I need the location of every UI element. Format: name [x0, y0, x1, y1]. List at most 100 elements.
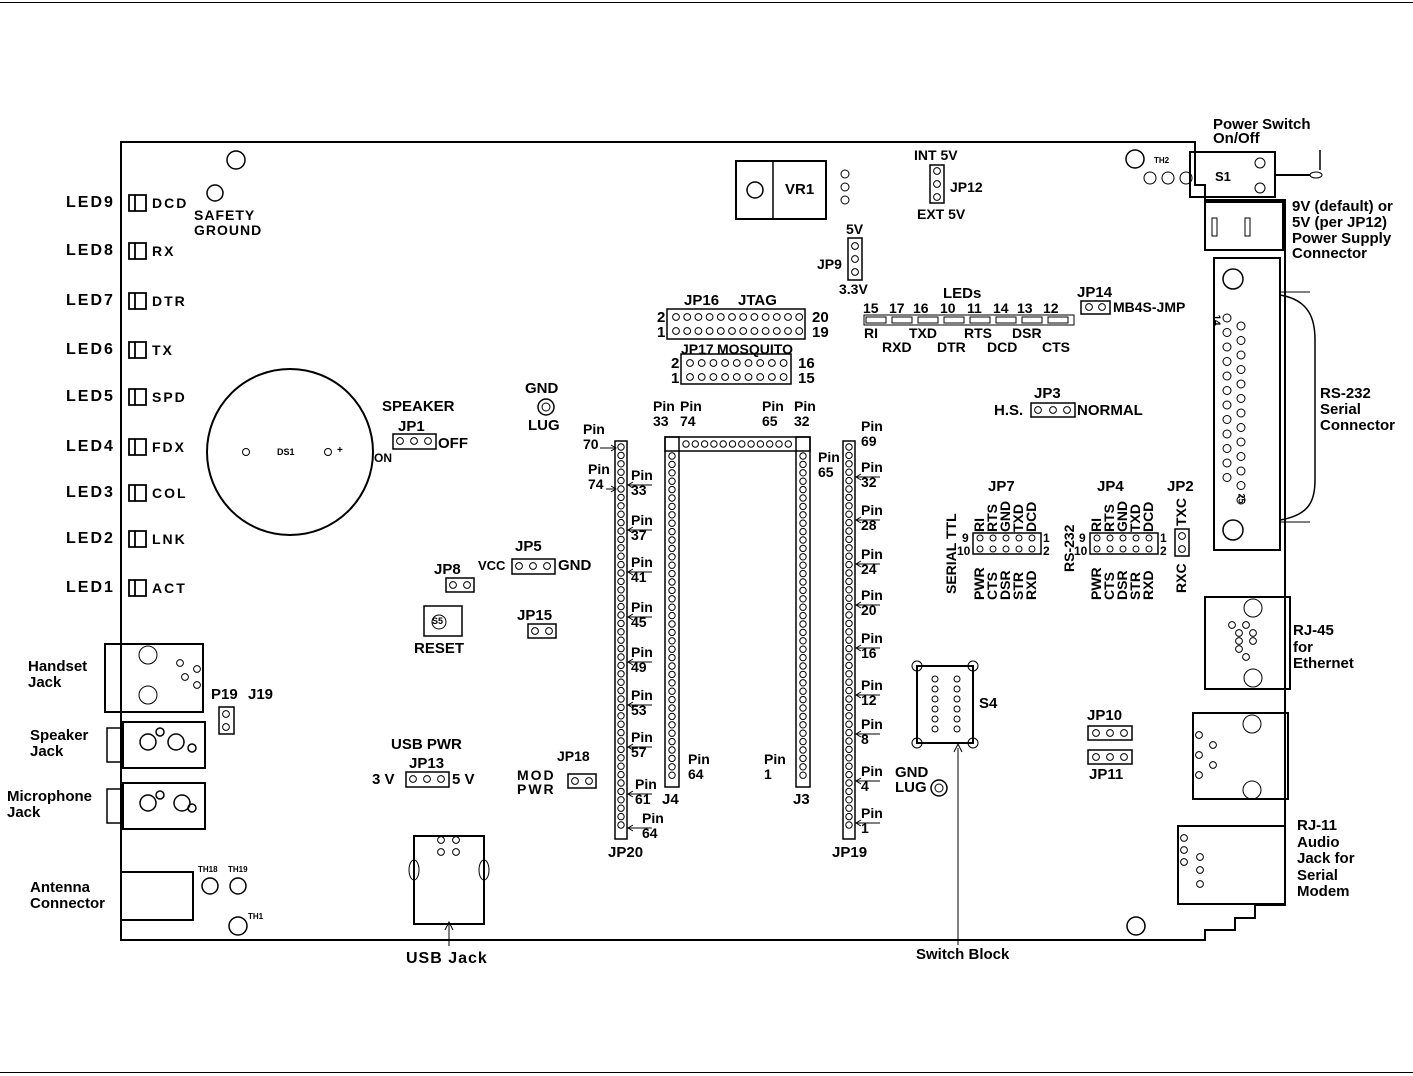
jp8-label: JP8	[434, 561, 461, 578]
jp19-pin	[845, 686, 853, 695]
led-signal-bottom: DCD	[987, 339, 1018, 355]
db25-pin	[1236, 495, 1246, 505]
jp20-pin	[617, 770, 625, 779]
jp4-pin	[1145, 545, 1153, 553]
jumper-pin	[1098, 303, 1106, 311]
jp12-label: JP12	[950, 179, 983, 195]
mosquito-label: MOSQUITO	[717, 341, 793, 357]
j3-pin	[799, 485, 807, 494]
pin-arrow	[855, 730, 880, 738]
txc-label: TXC	[1173, 498, 1189, 526]
jp7-pin	[989, 545, 997, 553]
int5v-label: INT 5V	[914, 147, 958, 163]
led-segment	[917, 316, 939, 324]
db25-pin	[1222, 429, 1232, 439]
jtag-label: JTAG	[738, 292, 777, 309]
mosquito-pin	[756, 359, 765, 367]
jp20-pin	[617, 628, 625, 636]
db25-pin	[1236, 365, 1246, 374]
s4-pin	[953, 715, 961, 723]
jp4-pin	[1132, 545, 1140, 553]
pin-arrow	[627, 613, 652, 621]
j3-pin	[799, 553, 807, 561]
jtag-pin	[705, 313, 714, 321]
power-supply-connector	[1204, 201, 1284, 251]
jp19-pin	[845, 569, 853, 577]
jp1-off-label: OFF	[438, 435, 468, 452]
j3-pin	[799, 712, 807, 721]
jumper-pin	[1034, 406, 1042, 414]
jp4-10: 10	[1074, 544, 1088, 558]
led-signal-bottom: CTS	[1042, 339, 1070, 355]
jp14-jumper	[1080, 300, 1111, 315]
pin-label: Pin 1	[764, 751, 786, 782]
jumper-pin	[545, 627, 553, 635]
pin-label: Pin 28	[861, 502, 883, 533]
jumper-pin	[222, 710, 230, 718]
jp19-pin	[845, 796, 853, 804]
j3-pin	[799, 695, 807, 704]
jp4-pin	[1106, 534, 1114, 542]
j3-pin	[799, 595, 807, 603]
power-switch-label: Power Switch On/Off	[1213, 116, 1311, 148]
normal-label: NORMAL	[1077, 402, 1143, 419]
pin-label: Pin 33	[653, 398, 675, 429]
jumper-pin	[1092, 729, 1100, 737]
jp19-pin	[845, 787, 853, 796]
j4-top-pin	[775, 440, 783, 448]
j4-top-pin	[738, 440, 746, 448]
jumper-pin	[1120, 753, 1128, 761]
jp20-pin	[617, 695, 625, 703]
j3-label: J3	[793, 791, 810, 808]
jp20-pin	[617, 493, 625, 502]
led-icon	[128, 438, 147, 456]
led-id-label: LED5	[66, 388, 115, 405]
jp15-jumper	[527, 623, 557, 639]
j3-pin	[799, 670, 807, 679]
jp9-jumper	[847, 237, 863, 281]
jp-signal-top: DCD	[1140, 501, 1156, 532]
jp4-header	[1089, 532, 1159, 555]
jp19-pin	[845, 703, 853, 712]
j4-pin	[668, 662, 676, 670]
pin-label: Pin 12	[861, 677, 883, 708]
speaker-label: SPEAKER	[382, 398, 455, 415]
mosquito-pin	[721, 359, 729, 367]
pin-label: Pin 53	[631, 687, 653, 718]
j4-pin	[668, 519, 676, 527]
jtag-pin	[784, 313, 792, 321]
pin-label: Pin 70	[583, 421, 605, 452]
led-number: 17	[889, 300, 905, 316]
jp2-label: JP2	[1167, 478, 1194, 495]
jp1-label: JP1	[398, 418, 425, 435]
j4-top-pin	[682, 440, 690, 448]
jp19-pin	[845, 527, 853, 535]
jp16-pin2: 2	[657, 309, 666, 326]
db25-pin	[1222, 400, 1232, 410]
jp10-jumper	[1087, 725, 1133, 741]
ext5v-label: EXT 5V	[917, 206, 966, 222]
jp20-label: JP20	[608, 844, 644, 861]
jp20-pin	[617, 443, 625, 451]
jp1-on-label: ON	[374, 451, 392, 465]
jtag-pin	[728, 313, 736, 321]
jp19-pin	[845, 728, 853, 737]
led-signal-label: ACT	[152, 580, 187, 596]
pin-arrow	[855, 691, 880, 699]
jumper-pin	[449, 581, 457, 589]
jp12-jumper	[929, 164, 945, 204]
pin-label: Pin 64	[642, 810, 664, 841]
jp20-pin	[617, 703, 625, 712]
j4-top-pin	[710, 440, 718, 448]
jp20-pin	[617, 670, 625, 678]
j3-pin	[799, 586, 807, 595]
connector-pin	[1196, 866, 1204, 874]
jp7-pin	[1015, 545, 1023, 553]
pin-label: Pin 1	[861, 805, 883, 836]
s4-pin	[931, 705, 939, 713]
j3-pin	[799, 628, 807, 637]
led-signal-bottom: DTR	[937, 339, 966, 355]
jp20-pin	[617, 821, 625, 829]
pin-label: Pin 57	[631, 729, 653, 760]
jumper-pin	[543, 562, 551, 570]
